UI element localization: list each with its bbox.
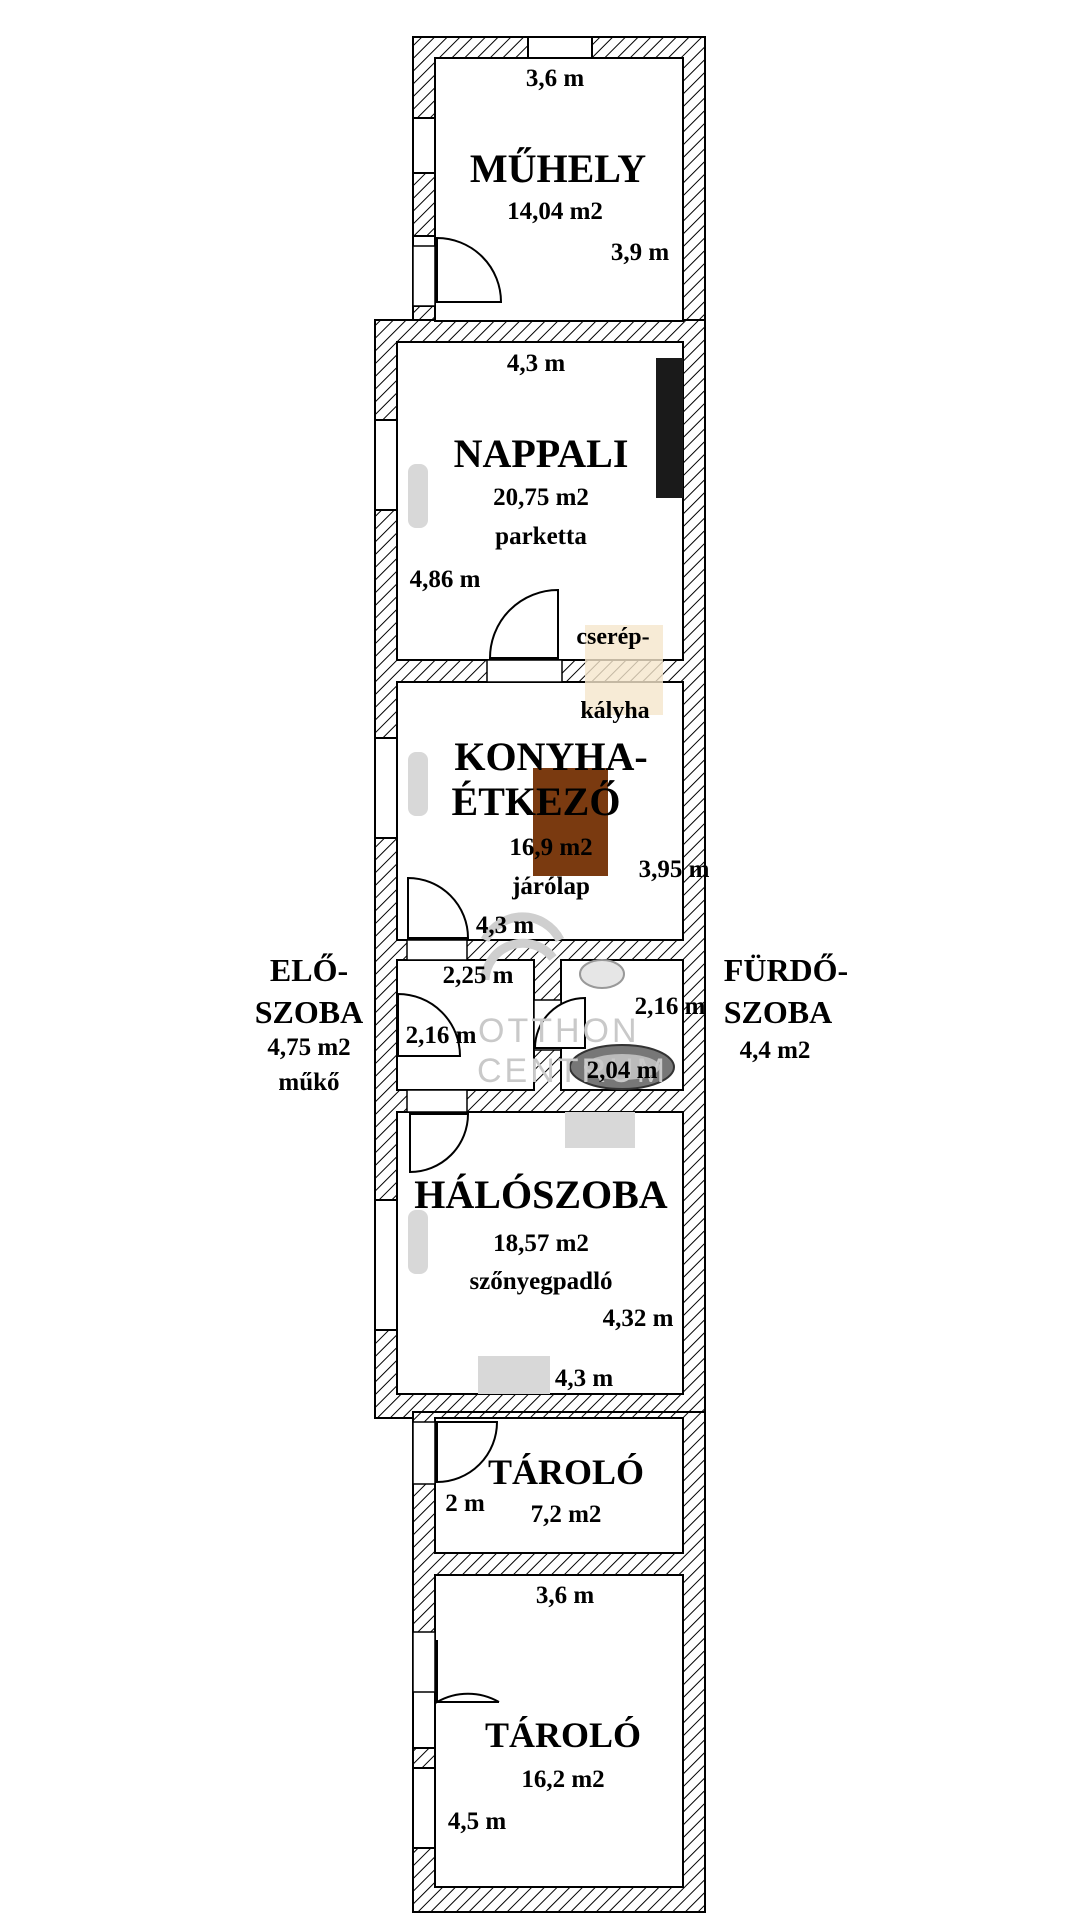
- windows: [374, 36, 593, 1849]
- window: [527, 36, 593, 59]
- stove: [533, 768, 608, 876]
- door-swing: [436, 236, 503, 303]
- konyha-floor: járólap: [511, 873, 590, 900]
- muhely-length: 3,9 m: [611, 239, 670, 266]
- door-swing: [436, 1421, 499, 1484]
- door-swing: [397, 992, 462, 1057]
- eloszoba-area: 4,75 m2: [267, 1034, 350, 1061]
- eloszoba-name-line1: ELŐ-: [270, 952, 348, 988]
- tarolo2-length: 4,5 m: [448, 1808, 507, 1835]
- haloszoba-name: HÁLÓSZOBA: [414, 1172, 668, 1217]
- tarolo1-length: 2 m: [445, 1490, 485, 1517]
- tarolo2-area: 16,2 m2: [521, 1766, 604, 1793]
- tarolo2-width: 3,6 m: [536, 1582, 595, 1609]
- door-swing: [407, 876, 470, 939]
- window: [412, 117, 436, 174]
- fixtures: [408, 464, 635, 1394]
- chimney: [656, 358, 683, 498]
- konyha-length: 3,95 m: [639, 856, 710, 883]
- eloszoba-width: 2,25 m: [443, 962, 514, 989]
- tarolo1-name: TÁROLÓ: [488, 1452, 644, 1492]
- window: [374, 419, 398, 511]
- haloszoba-length: 4,32 m: [603, 1305, 674, 1332]
- watermark: OTTHON CENTRUM: [477, 912, 668, 1090]
- window: [412, 1767, 436, 1849]
- eloszoba-floor: műkő: [278, 1069, 339, 1096]
- haloszoba-width: 4,3 m: [555, 1365, 614, 1392]
- eloszoba-name-line2: SZOBA: [255, 994, 363, 1030]
- nappali-name: NAPPALI: [454, 431, 629, 476]
- furdoszoba-name-line2: SZOBA: [724, 994, 832, 1030]
- muhely-area: 14,04 m2: [507, 198, 603, 225]
- radiator: [408, 464, 428, 528]
- nappali-area: 20,75 m2: [493, 484, 589, 511]
- stove-label-line1: cserép-: [576, 624, 649, 650]
- watermark-logo: [480, 912, 565, 981]
- watermark-line2: CENTRUM: [477, 1052, 668, 1090]
- nappali-floor: parketta: [495, 523, 587, 550]
- window: [374, 737, 398, 839]
- tarolo2-name: TÁROLÓ: [485, 1715, 641, 1755]
- wardrobe: [565, 1112, 635, 1148]
- stove-label-line2: kályha: [580, 698, 649, 724]
- watermark-line1: OTTHON: [478, 1012, 640, 1050]
- window: [374, 1199, 398, 1331]
- muhely-name: MŰHELY: [470, 146, 646, 191]
- furdoszoba-name-line1: FÜRDŐ-: [724, 952, 848, 988]
- konyha-width: 4,3 m: [476, 912, 535, 939]
- door-swing: [533, 996, 586, 1049]
- bathtub-inner: [584, 1054, 660, 1080]
- door-swing: [409, 1113, 470, 1174]
- haloszoba-area: 18,57 m2: [493, 1230, 589, 1257]
- furdoszoba-width: 2,04 m: [587, 1057, 658, 1084]
- nappali-width: 4,3 m: [507, 350, 566, 377]
- furdoszoba-area: 4,4 m2: [740, 1037, 811, 1064]
- nappali-length: 4,86 m: [410, 566, 481, 593]
- haloszoba-floor: szőnyegpadló: [469, 1268, 612, 1295]
- konyha-area: 16,9 m2: [509, 834, 592, 861]
- doors: [397, 236, 586, 1704]
- muhely-width: 3,6 m: [526, 65, 585, 92]
- eloszoba-length: 2,16 m: [406, 1022, 477, 1049]
- stove-niche: [585, 625, 663, 715]
- bed: [478, 1356, 550, 1394]
- door-swing: [488, 588, 559, 659]
- radiator: [408, 1210, 428, 1274]
- radiator: [408, 752, 428, 816]
- konyha-name-line2: ÉTKEZŐ: [452, 779, 621, 824]
- furdoszoba-length: 2,16 m: [635, 993, 706, 1020]
- konyha-name-line1: KONYHA-: [454, 734, 647, 779]
- tarolo1-area: 7,2 m2: [531, 1501, 602, 1528]
- tarolo2-room: [434, 1574, 684, 1888]
- washbasin: [579, 959, 625, 989]
